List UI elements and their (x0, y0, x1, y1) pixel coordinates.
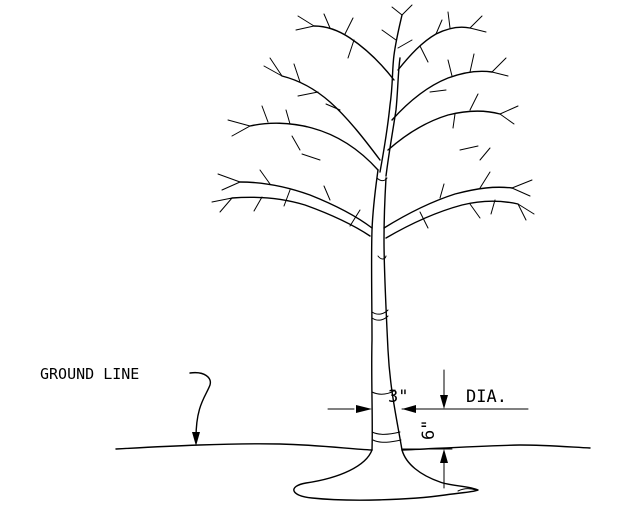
tree-icon (211, 4, 535, 451)
trunk-left-edge (370, 169, 379, 451)
trunk-right-edge (383, 177, 403, 451)
branch-right-mid (387, 70, 501, 151)
dimension-arrow-icon (356, 405, 372, 413)
dimension-arrow-icon-right (402, 405, 416, 413)
leader-center (379, 14, 403, 177)
height-label: 6" (419, 420, 439, 440)
ground-line (115, 443, 591, 451)
bark-bands (371, 177, 402, 443)
twigs (211, 4, 535, 229)
root-flare (293, 449, 479, 501)
diameter-label: DIA. (466, 387, 507, 407)
branch-right-low (383, 186, 519, 239)
branch-left-mid (249, 75, 381, 171)
height-arrow-bottom (440, 449, 448, 463)
branch-left-low (231, 181, 373, 237)
ground-line-label: GROUND LINE (40, 365, 139, 383)
root-detail (457, 488, 477, 492)
leader-arrow-icon (189, 371, 212, 439)
height-arrow-top (440, 395, 448, 409)
trunk-size-label: 3" (388, 387, 408, 407)
leader-arrow-head (192, 432, 200, 446)
